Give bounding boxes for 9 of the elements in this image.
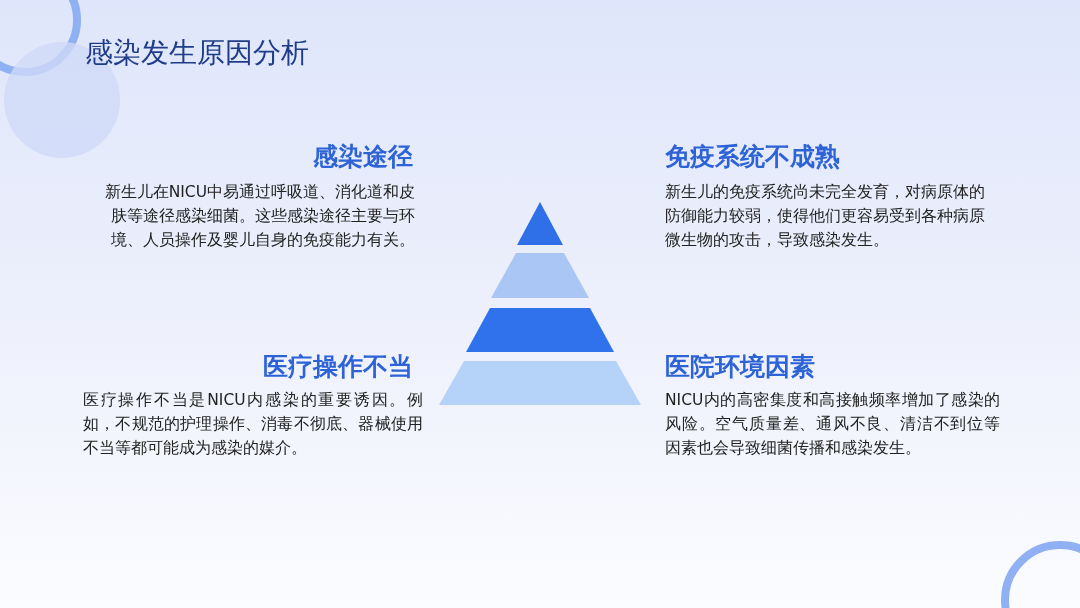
section-heading: 感染途径 <box>313 141 413 173</box>
description-text: 医疗操作不当是NICU内感染的重要诱因。例如，不规范的护理操作、消毒不彻底、器械使用不当等都可能成为感染的媒介。 <box>83 390 423 459</box>
section-heading: 免疫系统不成熟 <box>665 141 840 173</box>
description-text: 新生儿在NICU中易通过呼吸道、消化道和皮肤等途径感染细菌。这些感染途径主要与环境、人员操作及婴儿自身的免疫能力有关。 <box>103 182 415 251</box>
slide-title: 感染发生原因分析 <box>85 35 309 71</box>
description-text: 新生儿的免疫系统尚未完全发育，对病原体的防御能力较弱，使得他们更容易受到各种病原微生物的攻击，导致感染发生。 <box>665 182 986 251</box>
description-text: NICU内的高密集度和高接触频率增加了感染的风险。空气质量差、通风不良、清洁不到位等因素也会导致细菌传播和感染发生。 <box>665 390 1000 459</box>
section-heading: 医疗操作不当 <box>263 351 413 383</box>
section-heading: 医院环境因素 <box>665 351 815 383</box>
